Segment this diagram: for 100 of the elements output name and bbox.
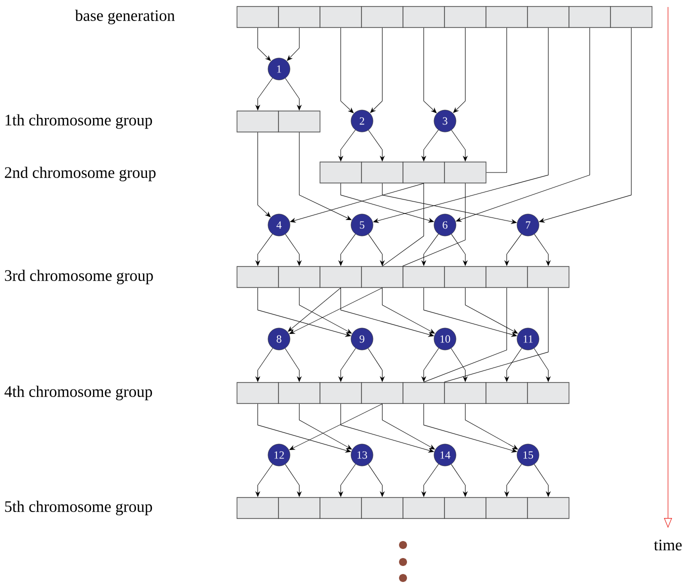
gene-cell: [444, 162, 486, 184]
arrow: [534, 464, 550, 497]
gene-cell: [361, 6, 404, 28]
gene-cell: [444, 382, 486, 404]
arrow: [299, 404, 352, 450]
gene-cell: [486, 6, 528, 28]
arrow: [451, 130, 468, 162]
arrow: [453, 28, 466, 113]
arrow: [534, 348, 550, 382]
arrow: [288, 288, 341, 332]
arrow: [504, 234, 522, 266]
arrow: [368, 464, 384, 497]
gene-cell: [320, 6, 362, 28]
arrow: [289, 404, 382, 450]
arrow: [368, 130, 384, 162]
arrow: [258, 288, 351, 337]
gene-cell: [402, 382, 445, 404]
arrow: [422, 348, 439, 382]
arrow: [451, 234, 468, 266]
arrow: [286, 28, 300, 61]
gene-cell: [320, 162, 362, 184]
row-label: 5th chromosome group: [5, 500, 152, 516]
connector-line: [382, 183, 424, 266]
arrow: [424, 288, 517, 337]
gene-cell: [486, 382, 528, 404]
arrow: [368, 234, 384, 266]
arrow: [256, 78, 273, 110]
gene-cell: [278, 382, 320, 404]
gene-cell: [486, 497, 528, 519]
arrow: [456, 28, 590, 222]
arrow: [338, 348, 356, 382]
arrow: [289, 288, 382, 334]
arrow: [256, 234, 273, 266]
arrow: [450, 348, 468, 382]
gene-cell: [361, 162, 404, 184]
gene-cell: [444, 497, 486, 519]
gene-cell: [361, 266, 404, 288]
gene-cell: [361, 382, 404, 404]
arrow: [258, 28, 271, 61]
arrow: [534, 234, 550, 266]
arrow: [370, 28, 382, 113]
arrow: [256, 348, 273, 382]
arrow: [338, 234, 356, 266]
arrow: [424, 28, 437, 114]
gene-cell: [236, 266, 279, 288]
arrow: [424, 404, 517, 453]
gene-cell: [527, 6, 570, 28]
row-label: 3rd chromosome group: [4, 270, 153, 284]
gene-cell: [236, 497, 279, 519]
row-label: 4th chromosome group: [4, 386, 152, 400]
gene-cell: [444, 6, 486, 28]
gene-cell: [402, 162, 445, 184]
gene-cell: [236, 382, 279, 404]
arrow: [290, 183, 424, 223]
gene-cell: [320, 497, 362, 519]
arrow: [285, 234, 302, 266]
arrow: [338, 130, 356, 162]
gene-cell: [236, 6, 279, 28]
gene-cell: [320, 266, 362, 288]
gene-cell: [402, 266, 445, 288]
arrow: [465, 288, 518, 334]
arrow: [451, 464, 468, 497]
arrow: [285, 78, 302, 110]
arrow: [504, 464, 522, 497]
row-label: 2nd chromosome group: [4, 166, 156, 182]
arrow: [340, 183, 434, 223]
connector-line: [424, 288, 507, 382]
arrow: [422, 234, 439, 266]
arrow: [284, 348, 302, 382]
gene-cell: [402, 497, 445, 519]
arrow: [382, 404, 435, 450]
arrow: [465, 404, 518, 450]
gene-cell: [278, 6, 320, 28]
arrow: [382, 183, 517, 224]
gene-cell: [320, 382, 362, 404]
arrow: [299, 132, 352, 220]
gene-cell: [278, 266, 320, 288]
gene-cell: [236, 110, 279, 132]
arrow: [256, 464, 273, 497]
gene-cell: [527, 266, 570, 288]
arrow: [422, 464, 439, 497]
arrow: [258, 132, 271, 218]
axis-label: time: [654, 540, 682, 550]
gene-cell: [486, 266, 528, 288]
arrow: [340, 28, 354, 114]
gene-cell: [444, 266, 486, 288]
arrow: [373, 28, 548, 223]
gene-cell: [361, 497, 404, 519]
arrow: [368, 348, 384, 382]
gene-cell: [278, 497, 320, 519]
gene-cell: [402, 6, 445, 28]
arrow: [285, 464, 302, 497]
arrow: [504, 348, 522, 382]
gene-cell: [610, 6, 652, 28]
arrow: [338, 464, 356, 497]
gene-cell: [527, 382, 570, 404]
connector-line: [486, 28, 507, 173]
gene-cell: [527, 497, 570, 519]
arrow: [258, 404, 351, 453]
arrow: [422, 130, 439, 162]
